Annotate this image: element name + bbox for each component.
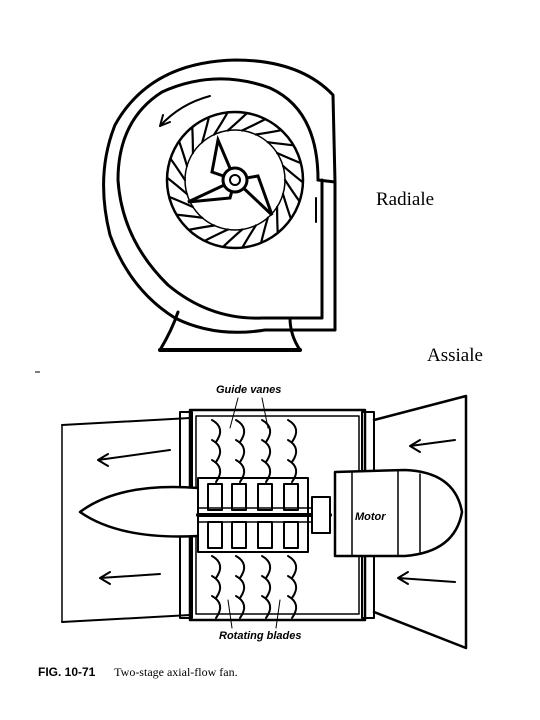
axial-blade (287, 439, 298, 463)
impeller-blade (254, 129, 283, 136)
nose-cone (78, 485, 200, 538)
impeller-blade (266, 141, 295, 147)
axial-blade (211, 555, 222, 579)
flow-arrow-radial (159, 95, 211, 127)
axial-blade (235, 439, 246, 463)
axial-blade (287, 419, 298, 443)
caption-text: Two-stage axial-flow fan. (114, 665, 238, 679)
impeller-blade (241, 224, 257, 249)
hub-blade-root (231, 521, 247, 549)
impeller-blade (281, 192, 293, 220)
hub-blade-root (207, 483, 223, 511)
figure-number: FIG. 10-71 (38, 665, 96, 679)
impeller-blade (168, 195, 195, 209)
axial-blade (235, 459, 246, 483)
axial-blade (287, 555, 298, 579)
axial-blade (211, 439, 222, 463)
axial-blade (261, 575, 272, 599)
impeller-blade (260, 216, 269, 244)
housing-inner (116, 77, 324, 320)
axial-blade (211, 419, 222, 443)
axial-blade (235, 595, 246, 619)
axial-blade (261, 419, 272, 443)
axial-blade (261, 595, 272, 619)
hub-blade-root (283, 521, 299, 549)
impeller-blade (221, 228, 244, 249)
hub-blade-root (207, 521, 223, 549)
impeller-blade (203, 228, 229, 242)
impeller-blade (201, 116, 210, 144)
impeller-blade (213, 111, 229, 136)
axial-blade (261, 459, 272, 483)
motor-label: Motor (355, 511, 386, 523)
impeller-blade (191, 126, 195, 155)
axial-blade (235, 575, 246, 599)
impeller-blade (169, 157, 187, 182)
guide-vanes-label: Guide vanes (216, 384, 282, 396)
hub-blade-root (231, 483, 247, 511)
radial-label: Radiale (376, 189, 435, 210)
axial-blade (261, 555, 272, 579)
impeller (165, 110, 305, 250)
hub-blade-root (257, 483, 273, 511)
impeller-blade (165, 176, 189, 196)
axial-label: Assiale (427, 345, 483, 366)
impeller-blade (187, 224, 216, 231)
axial-fan-diagram (61, 394, 468, 650)
figure-caption: FIG. 10-71 Two-stage axial-flow fan. (38, 665, 238, 680)
axial-blade (287, 575, 298, 599)
axial-blade (211, 459, 222, 483)
axial-blade (287, 459, 298, 483)
axial-blade (235, 555, 246, 579)
impeller-blade (241, 118, 267, 132)
housing-outer (102, 58, 337, 334)
impeller-blade (275, 151, 302, 165)
impeller-blade (175, 213, 204, 219)
impeller-blade (281, 164, 305, 184)
impeller-blade (177, 140, 189, 168)
impeller-blade (226, 111, 249, 132)
rotating-blades-label: Rotating blades (219, 630, 302, 642)
axial-blade (287, 595, 298, 619)
axial-blade (211, 595, 222, 619)
hub-blade-root (283, 483, 299, 511)
impeller-blade (283, 178, 301, 203)
impeller-blade (275, 205, 279, 234)
axial-blade (261, 439, 272, 463)
axial-blade (211, 575, 222, 599)
hub-blade-root (257, 521, 273, 549)
axial-blade (235, 419, 246, 443)
